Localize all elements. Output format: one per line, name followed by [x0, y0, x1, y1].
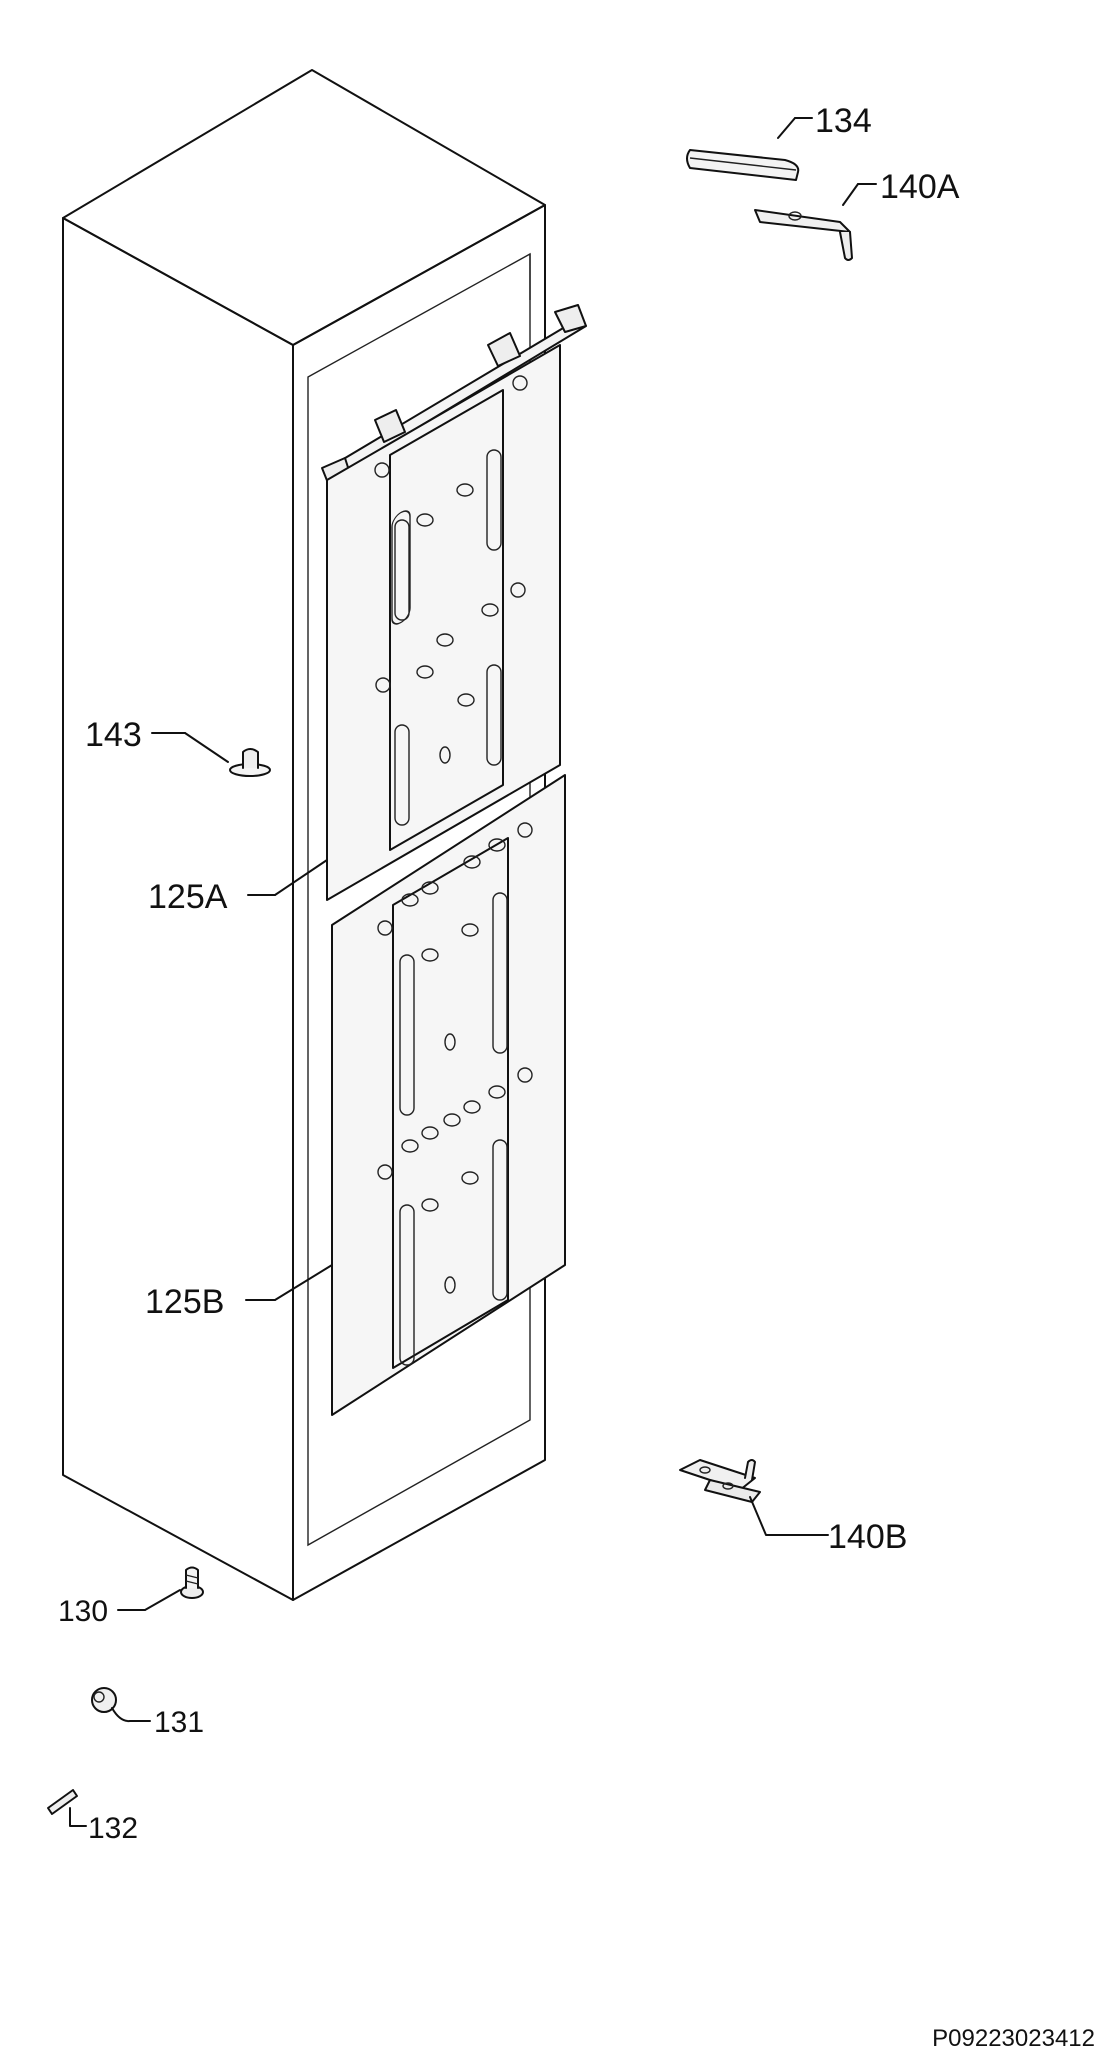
part-132-pin: 132 [47, 1789, 138, 1845]
part-140a-top-hinge: 140A [754, 168, 960, 261]
drawing-code: P09223023412 [932, 2025, 1095, 2052]
part-130-adjustable-foot: 130 [58, 1566, 204, 1628]
part-134-hinge-cover: 134 [686, 102, 872, 181]
label-134: 134 [815, 102, 872, 140]
leader-125b: 125B [145, 1264, 333, 1321]
label-131: 131 [154, 1706, 204, 1739]
panel-125b [331, 774, 566, 1416]
label-140a: 140A [880, 168, 960, 206]
label-125a: 125A [148, 878, 228, 916]
cabinet [62, 69, 546, 1601]
part-143-cap: 143 [85, 716, 271, 777]
label-143: 143 [85, 716, 142, 754]
part-140b-bottom-hinge: 140B [679, 1459, 907, 1556]
label-130: 130 [58, 1595, 108, 1628]
label-140b: 140B [828, 1518, 907, 1556]
part-131-bushing: 131 [91, 1687, 204, 1739]
label-125b: 125B [145, 1283, 224, 1321]
leader-125a: 125A [148, 859, 328, 916]
panel-125a [326, 344, 561, 901]
label-132: 132 [88, 1812, 138, 1845]
